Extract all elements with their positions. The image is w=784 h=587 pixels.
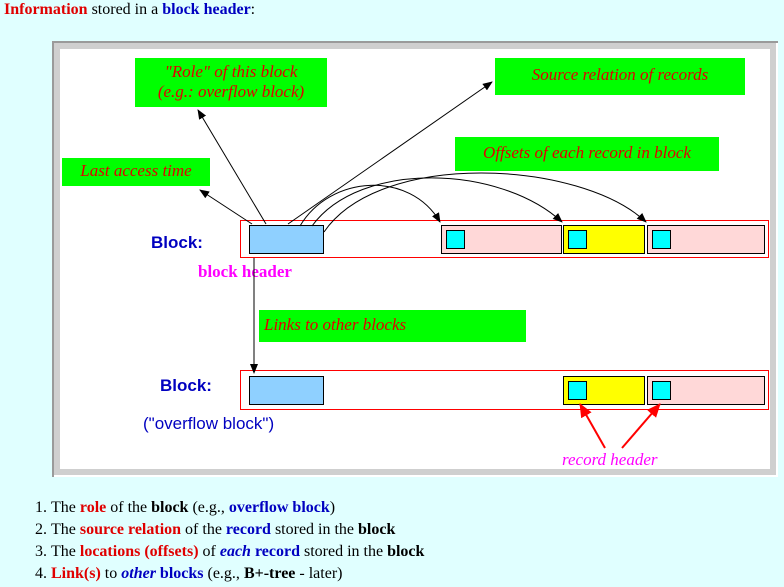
record-cell-1	[441, 225, 562, 254]
block-header-label: block header	[198, 262, 292, 281]
arrow-to-record-2	[311, 177, 563, 227]
arrow-to-record-3	[323, 172, 647, 233]
page-heading: Information stored in a block header:	[4, 1, 255, 19]
record-header-1	[446, 230, 465, 249]
heading-colon: :	[250, 1, 256, 18]
header-info-list: The role of the block (e.g., overflow bl…	[10, 497, 424, 585]
block-label: Block:	[151, 233, 203, 252]
red-arrow-2	[621, 403, 661, 449]
role-label-line1: "Role" of this block	[164, 62, 298, 81]
record-header-2	[568, 230, 587, 249]
block2-header-cell	[249, 376, 324, 405]
links-box: Links to other blocks	[259, 310, 526, 342]
list-item: The locations (offsets) of each record s…	[51, 541, 424, 563]
list-item: The source relation of the record stored…	[51, 519, 424, 541]
record-header-label: record header	[562, 450, 658, 469]
block2-record-header-2	[652, 381, 671, 400]
overflow-block-label: ("overflow block")	[143, 414, 275, 433]
heading-information: Information	[4, 1, 88, 18]
block2-label: Block:	[160, 376, 212, 395]
block-header-cell	[249, 225, 324, 254]
role-label-line2: (e.g.: overflow block)	[157, 82, 305, 101]
arrow-to-record-1	[299, 184, 441, 227]
heading-block-header: block header	[162, 1, 251, 18]
block2-outline	[240, 370, 769, 410]
role-label-box: "Role" of this block (e.g.: overflow blo…	[135, 58, 327, 107]
arrow-to-role	[197, 109, 267, 225]
block2-record-header-1	[568, 381, 587, 400]
last-access-time-box: Last access time	[62, 158, 210, 186]
arrow-to-last-access	[199, 189, 253, 225]
block-outline	[240, 220, 769, 258]
list-item: Link(s) to other blocks (e.g., B+-tree -…	[51, 563, 424, 585]
arrow-to-source	[287, 81, 493, 225]
offsets-box: Offsets of each record in block	[455, 137, 719, 171]
record-header-3	[652, 230, 671, 249]
source-relation-box: Source relation of records	[495, 58, 745, 95]
red-arrow-1	[579, 403, 606, 449]
heading-text: stored in a	[87, 1, 163, 18]
list-item: The role of the block (e.g., overflow bl…	[51, 497, 424, 519]
